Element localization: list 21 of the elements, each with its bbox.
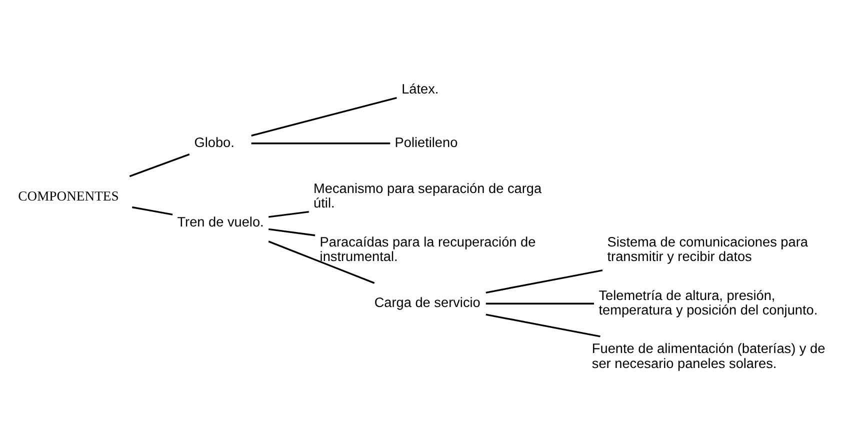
node-text: Globo. xyxy=(194,134,234,150)
node-text: Fuente de alimentación (baterías) y de ser necesario paneles solares. xyxy=(592,340,826,370)
connector xyxy=(268,228,316,236)
node-text: COMPONENTES xyxy=(18,188,119,203)
connector xyxy=(486,302,594,304)
node-text: Carga de servicio xyxy=(374,294,480,310)
node-text: Tren de vuelo. xyxy=(177,214,264,229)
connector xyxy=(129,153,190,177)
connector xyxy=(132,206,173,215)
node-text: Mecanismo para separación de carga útil. xyxy=(314,180,542,210)
node-text: Látex. xyxy=(402,81,439,96)
connector xyxy=(251,96,397,136)
connector xyxy=(268,210,310,218)
node-text: Polietileno xyxy=(394,134,458,150)
node-text: Sistema de comunicaciones para transmitir y recibir datos xyxy=(607,234,808,264)
node-text: Telemetría de altura, presión, temperatura y posición del conjunto. xyxy=(598,287,818,318)
connector xyxy=(486,268,603,293)
node-text: Paracaídas para la recuperación de instrumental. xyxy=(320,234,536,264)
connector xyxy=(486,313,600,337)
connector xyxy=(268,240,375,284)
connector xyxy=(251,142,390,144)
